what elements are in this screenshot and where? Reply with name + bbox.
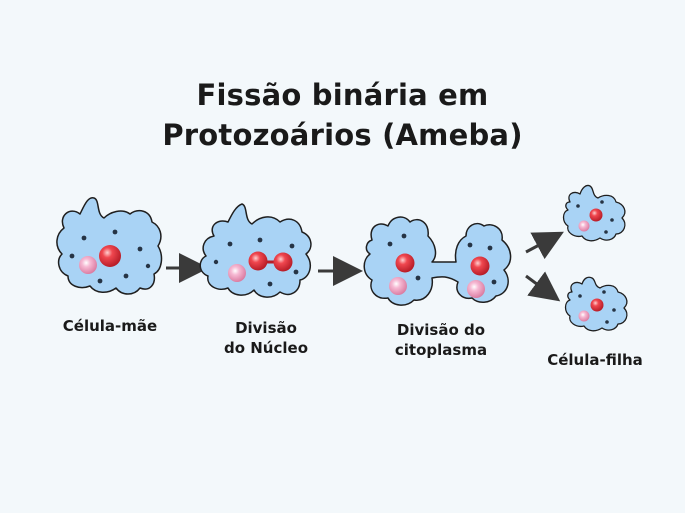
daughter-cell-bottom-nucleus <box>590 298 604 312</box>
stage-label-cytoplasm-division: Divisão do citoplasma <box>366 320 516 360</box>
stage-label-daughter-cell: Célula-filha <box>520 350 670 370</box>
dividing-nucleus-cell-body <box>199 203 312 298</box>
daughter-cell-top-vacuole <box>578 220 590 232</box>
mother-cell-granules <box>69 229 151 284</box>
mother-cell-nucleus <box>99 245 121 267</box>
stage-label-cytoplasm-division-line2: citoplasma <box>394 341 488 359</box>
dividing-cytoplasm-cell <box>363 216 512 306</box>
mother-cell-vacuole <box>79 256 97 274</box>
daughter-cell-bottom <box>564 276 628 332</box>
stage-label-nucleus-division-line1: Divisão <box>235 319 297 337</box>
diagram-title-line2: Protozoários (Ameba) <box>162 118 523 152</box>
left-daughter-vacuole <box>389 277 407 295</box>
arrow-down <box>525 271 561 302</box>
stage-label-daughter-cell-line1: Célula-filha <box>547 351 643 369</box>
stage-label-nucleus-division: Divisão do Núcleo <box>196 318 336 358</box>
dividing-nucleus-cell-granules <box>213 237 299 287</box>
daughter-cell-top-granules <box>576 200 614 234</box>
daughter-cell-top <box>562 184 626 242</box>
dividing-nucleus-left <box>248 251 268 271</box>
dividing-nucleus-right <box>273 252 293 272</box>
dividing-cytoplasm-cell-body <box>363 216 512 306</box>
arrow-up <box>525 231 564 260</box>
dividing-nucleus-cell-vacuole <box>228 264 246 282</box>
dividing-cytoplasm-granules <box>387 233 497 285</box>
daughter-cell-bottom-vacuole <box>578 310 590 322</box>
stage-label-mother-cell: Célula-mãe <box>40 316 180 336</box>
daughter-cell-top-nucleus <box>589 208 603 222</box>
stage-label-mother-cell-line1: Célula-mãe <box>62 317 158 335</box>
daughter-cell-bottom-granules <box>578 290 616 324</box>
dividing-nucleus-cell <box>199 203 312 298</box>
mother-cell <box>56 197 163 295</box>
diagram-title-line1: Fissão binária em <box>196 78 489 112</box>
stage-label-cytoplasm-division-line1: Divisão do <box>396 321 486 339</box>
stage-label-nucleus-division-line2: do Núcleo <box>223 339 308 357</box>
left-daughter-nucleus <box>395 253 415 273</box>
right-daughter-vacuole <box>467 280 485 298</box>
right-daughter-nucleus <box>470 256 490 276</box>
